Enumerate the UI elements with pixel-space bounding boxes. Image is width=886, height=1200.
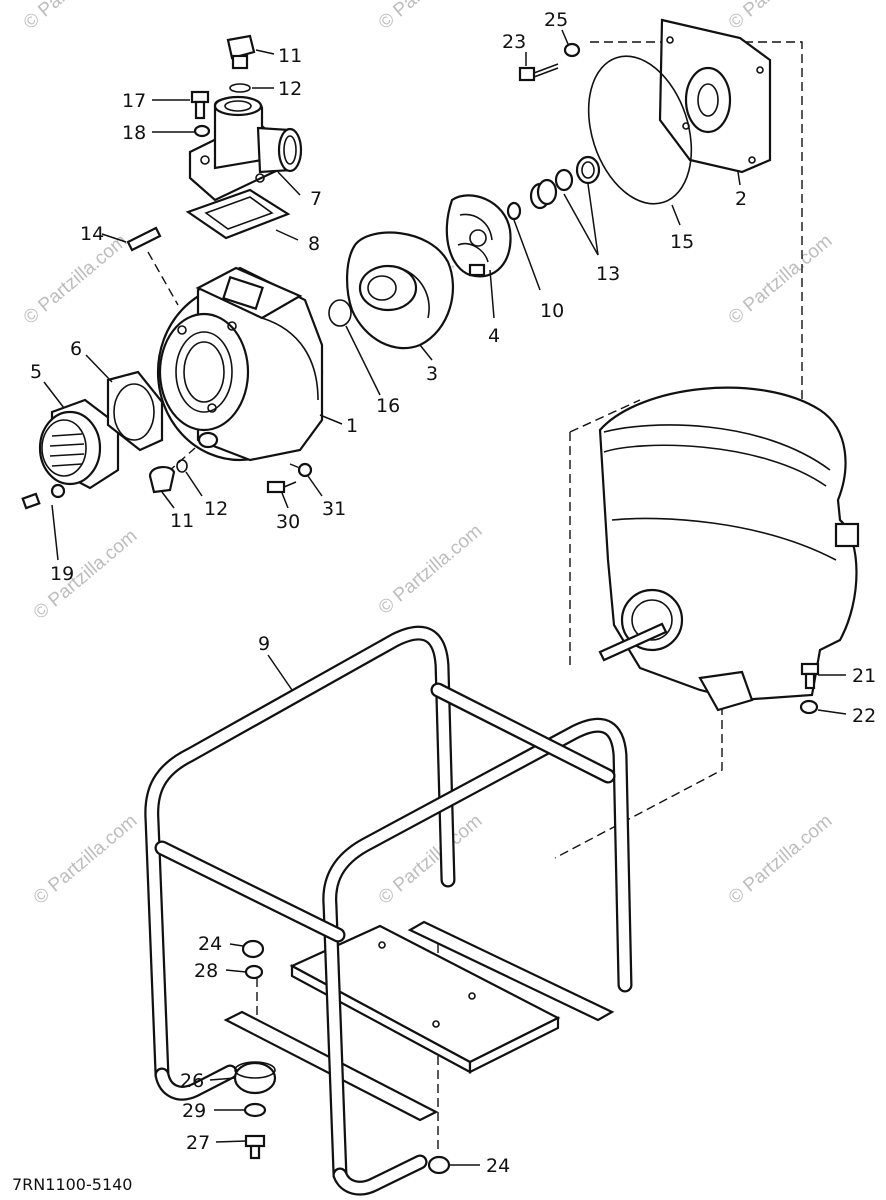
callout-12: 12	[278, 78, 302, 100]
callout-8: 8	[308, 233, 320, 255]
watermark: © Partzilla.com	[725, 810, 837, 908]
engine	[598, 386, 860, 715]
callout-24: 24	[198, 933, 222, 955]
callout-18: 18	[122, 122, 146, 144]
callout-7: 7	[310, 188, 322, 210]
callout-28: 28	[194, 960, 218, 982]
frame	[144, 625, 633, 1196]
callout-31: 31	[322, 498, 346, 520]
callout-15: 15	[670, 231, 694, 253]
callout-13: 13	[596, 263, 620, 285]
callout-6: 6	[70, 338, 82, 360]
callout-25: 25	[544, 9, 568, 31]
callout-14: 14	[80, 223, 104, 245]
callout-16: 16	[376, 395, 400, 417]
watermark: © Partzilla.com	[725, 0, 837, 34]
front-cover-assembly	[21, 370, 313, 510]
leader-lines	[43, 29, 847, 1166]
callout-26: 26	[180, 1070, 204, 1092]
frame-hardware	[233, 939, 451, 1175]
watermark: © Partzilla.com	[20, 230, 132, 328]
callout-29: 29	[182, 1100, 206, 1122]
callout-2: 2	[735, 188, 747, 210]
elbow-assembly	[126, 34, 303, 252]
callout-22: 22	[852, 705, 876, 727]
rear-cover-assembly	[518, 18, 772, 205]
callout-30: 30	[276, 511, 300, 533]
callout-5: 5	[30, 361, 42, 383]
pump-housing	[156, 266, 324, 462]
callout-12: 12	[204, 498, 228, 520]
callout-9: 9	[258, 633, 270, 655]
watermark: © Partzilla.com	[725, 230, 837, 328]
callouts: 11 12 17 18 7 8 14 23 25 2 15 13 10 4 3 …	[30, 9, 876, 1177]
callout-23: 23	[502, 31, 526, 53]
callout-4: 4	[488, 325, 500, 347]
callout-21: 21	[852, 665, 876, 687]
watermark: © Partzilla.com	[20, 0, 132, 34]
callout-17: 17	[122, 90, 146, 112]
callout-1: 1	[346, 415, 358, 437]
impeller-assembly	[328, 155, 601, 350]
callout-11: 11	[170, 510, 194, 532]
callout-19: 19	[50, 563, 74, 585]
drawing-code: 7RN1100-5140	[12, 1175, 132, 1194]
watermark: © Partzilla.com	[30, 525, 142, 623]
callout-10: 10	[540, 300, 564, 322]
watermark: © Partzilla.com	[30, 810, 142, 908]
callout-11: 11	[278, 45, 302, 67]
watermark: © Partzilla.com	[375, 520, 487, 618]
callout-3: 3	[426, 363, 438, 385]
callout-24: 24	[486, 1155, 510, 1177]
callout-27: 27	[186, 1132, 210, 1154]
watermark: © Partzilla.com	[375, 0, 487, 34]
